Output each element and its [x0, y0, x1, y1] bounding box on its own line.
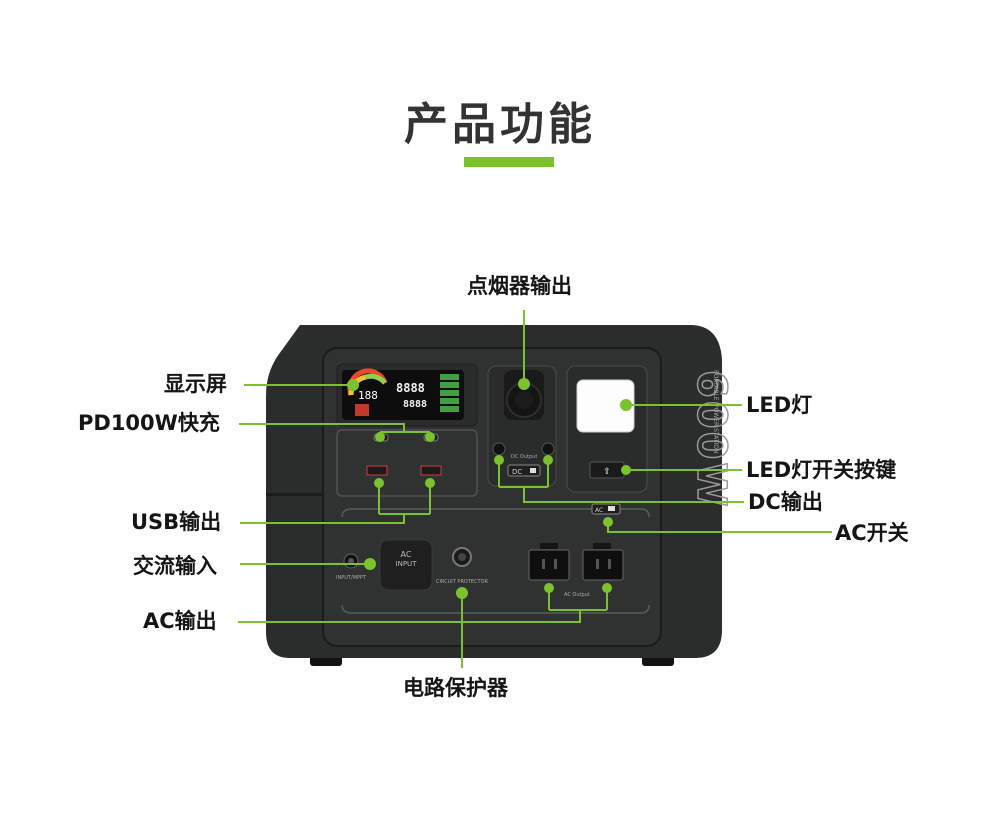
model-text: 600W	[688, 370, 734, 510]
lcd-digits-top: 8888	[396, 381, 425, 395]
ac-output-label: AC Output	[564, 592, 590, 598]
dot-ac-out-1	[544, 583, 554, 593]
callout-pd-fast-charge: PD100W快充	[78, 411, 220, 435]
callout-usb-output: USB输出	[131, 510, 222, 534]
callout-ac-output: AC输出	[143, 609, 217, 633]
callout-ac-switch: AC开关	[835, 521, 909, 545]
circuit-protector-label: CIRCUIT PROTECTOR	[436, 579, 489, 585]
dot-dc-1	[494, 455, 504, 465]
ac-outlet-1[interactable]	[528, 549, 570, 581]
lcd-warning-icon	[355, 404, 369, 416]
dot-led-switch	[621, 465, 631, 475]
dc-port-2[interactable]	[541, 442, 555, 456]
callout-circuit-protector: 电路保护器	[403, 676, 508, 700]
side-text-power-station: POWER STATION	[712, 404, 719, 453]
dc-port-1[interactable]	[492, 442, 506, 456]
lcd-digits-bottom: 8888	[403, 399, 427, 410]
ac-outlet-2[interactable]	[582, 549, 624, 581]
ac-input-port[interactable]	[379, 539, 433, 591]
callout-led-light: LED灯	[746, 393, 813, 417]
dc-output-label: DC Output	[511, 454, 537, 460]
callout-cigarette-output: 点烟器输出	[467, 274, 572, 298]
dot-led	[620, 399, 632, 411]
dot-ac-out-2	[602, 583, 612, 593]
led-switch-icon: ⇪	[603, 467, 611, 477]
title-underline	[464, 157, 554, 167]
ac-input-label-1: AC	[401, 550, 412, 559]
dot-display	[347, 379, 359, 391]
callout-led-switch: LED灯开关按键	[746, 458, 897, 482]
input-mppt-label: INPUT/MPPT	[336, 575, 367, 581]
usb-a-port-1[interactable]	[366, 465, 388, 476]
lcd-screen	[342, 370, 464, 420]
dot-pd-2	[425, 432, 435, 442]
dot-usb-2	[425, 478, 435, 488]
lcd-percent: 188	[358, 389, 378, 402]
ac-switch-label: AC	[595, 507, 603, 514]
usb-a-port-2[interactable]	[420, 465, 442, 476]
dot-cigarette	[518, 378, 530, 390]
callout-ac-input: 交流输入	[133, 554, 217, 578]
dc-switch-label: DC	[512, 468, 522, 476]
callout-dc-output: DC输出	[748, 490, 823, 514]
callout-dots	[347, 378, 632, 599]
side-text-portable: PORTABLE	[712, 370, 719, 401]
dot-ac-in	[364, 558, 376, 570]
callout-display: 显示屏	[164, 372, 227, 396]
dot-dc-2	[543, 455, 553, 465]
page-title: 产品功能	[404, 99, 596, 150]
ac-input-label-2: INPUT	[396, 560, 418, 568]
dot-pd-1	[375, 432, 385, 442]
dot-usb-1	[374, 478, 384, 488]
dot-breaker	[456, 587, 468, 599]
dot-ac-switch	[603, 517, 613, 527]
dc-switch[interactable]	[507, 464, 541, 477]
